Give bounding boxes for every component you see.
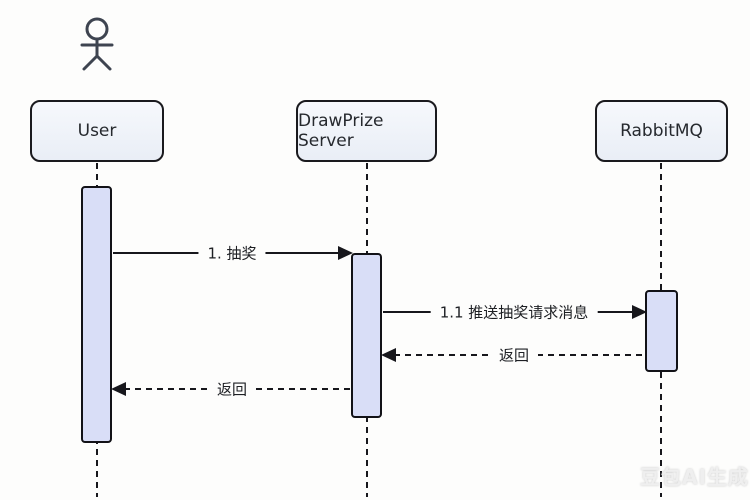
participant-label-user: User: [77, 121, 117, 141]
arrowhead-right-icon: [338, 246, 353, 260]
participant-label-drawprize-server: DrawPrize Server: [298, 111, 384, 151]
message-label-return-server: 返回: [207, 378, 257, 400]
message-label-push-draw-request: 1.1 推送抽奖请求消息: [430, 301, 598, 323]
ai-watermark: 豆包AI生成: [640, 465, 749, 489]
activation-bar-drawprize-server: [351, 253, 382, 418]
message-label-return-rabbitmq: 返回: [489, 344, 539, 366]
participant-box-drawprize-server: DrawPrize Server: [296, 100, 437, 162]
activation-bar-user: [81, 186, 112, 443]
actor-icon: [80, 17, 114, 71]
participant-box-user: User: [30, 100, 164, 162]
participant-box-rabbitmq: RabbitMQ: [595, 100, 728, 162]
message-label-draw-prize: 1. 抽奖: [198, 242, 266, 264]
arrowhead-right-icon: [632, 305, 647, 319]
arrowhead-left-icon: [111, 382, 126, 396]
participant-label-rabbitmq: RabbitMQ: [620, 121, 703, 141]
activation-bar-rabbitmq: [645, 290, 678, 372]
arrowhead-left-icon: [381, 348, 396, 362]
